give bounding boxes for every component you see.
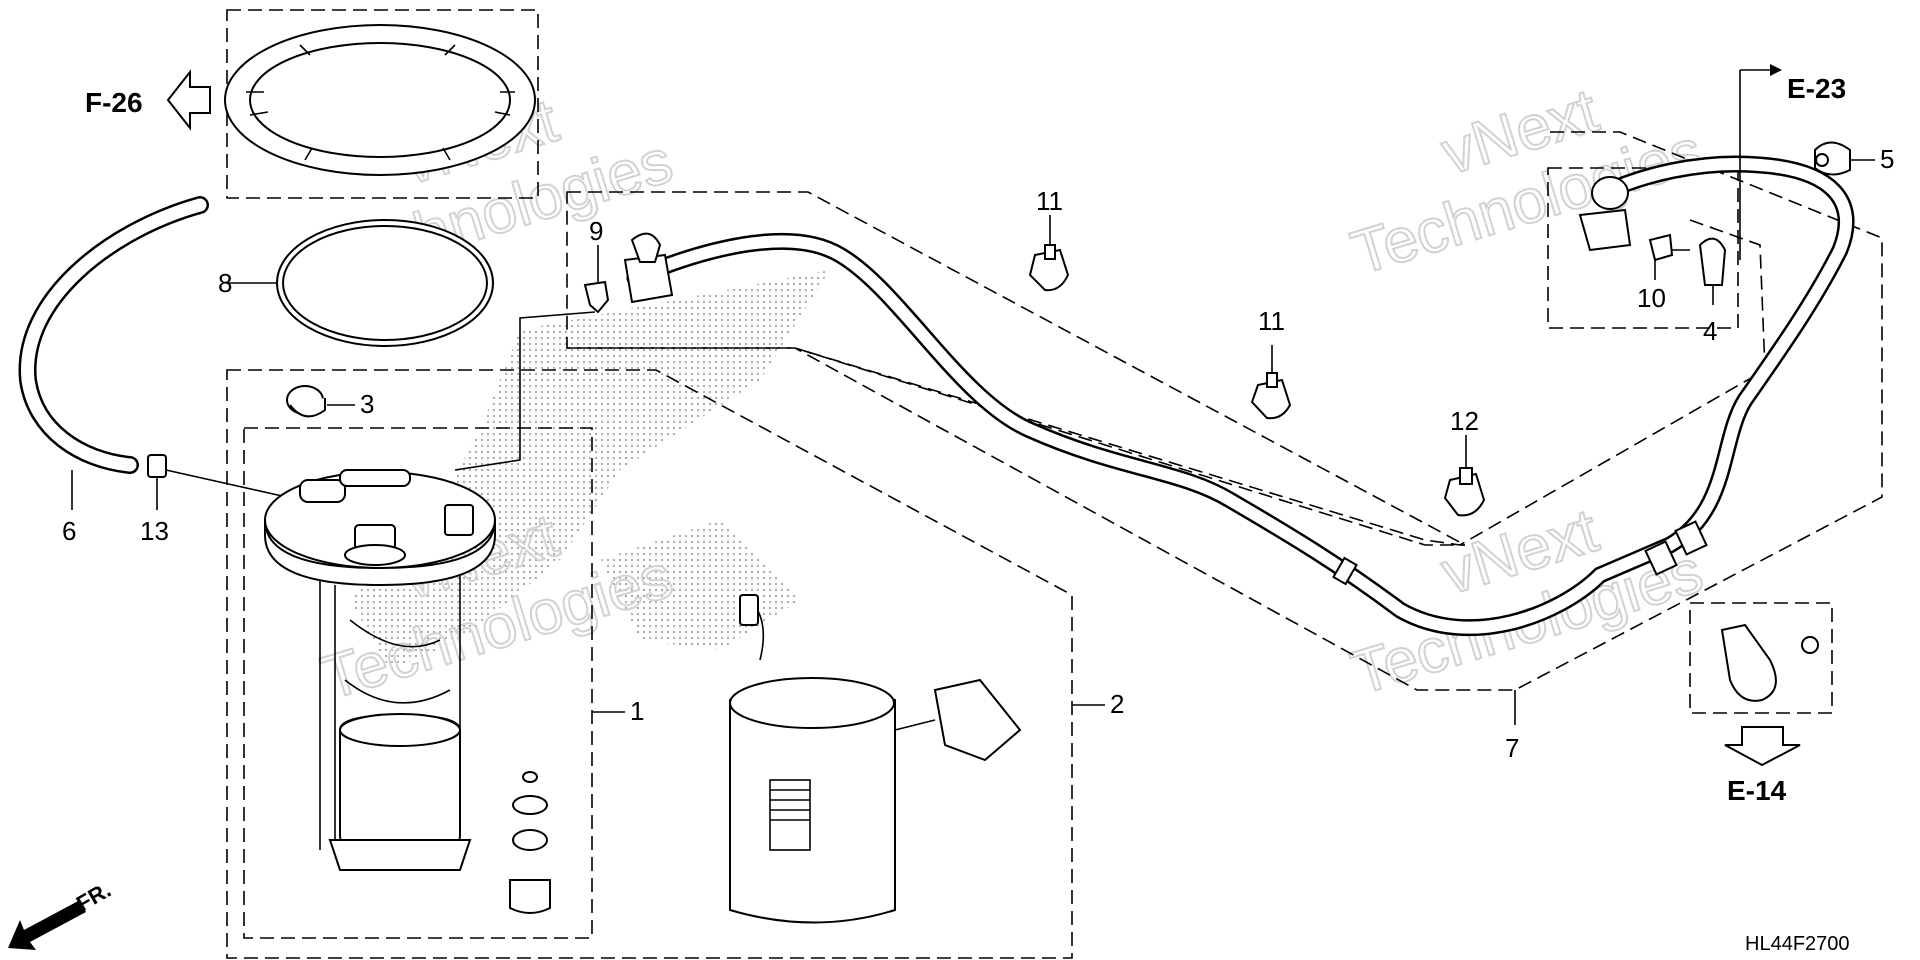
callout-3: 3 (360, 389, 374, 419)
clip-11a-part (1028, 244, 1070, 292)
callout-1: 1 (630, 696, 644, 726)
clip-11b-part (1250, 372, 1292, 420)
callout-6: 6 (62, 516, 76, 546)
front-direction-arrow (8, 900, 86, 950)
bracket-part (1720, 623, 1819, 702)
callout-12: 12 (1450, 406, 1479, 436)
reference-labels: F-26 E-23 E-14 (85, 73, 1846, 806)
ref-e14-label: E-14 (1727, 775, 1787, 806)
callout-labels: 1 2 3 4 5 6 7 8 9 10 11 11 12 13 (62, 144, 1894, 763)
callout-7: 7 (1505, 733, 1519, 763)
callout-8: 8 (218, 268, 232, 298)
ref-f26-arrow (166, 69, 211, 131)
clip-9-part (454, 280, 610, 471)
fuel-filter-housing-part (729, 594, 1022, 924)
callout-10: 10 (1637, 283, 1666, 313)
callout-11-a: 11 (1036, 186, 1063, 216)
clip-12-part (1443, 467, 1486, 517)
ref-f26-label: F-26 (85, 87, 143, 118)
quick-connector-part (623, 232, 674, 304)
leader-lines (71, 64, 1875, 725)
callout-2: 2 (1110, 689, 1124, 719)
group-boxes (226, 9, 1883, 959)
ref-e14-arrow (1724, 726, 1801, 767)
clip-13-part (147, 454, 301, 501)
callout-5: 5 (1880, 144, 1894, 174)
fuel-pump-module-part (264, 469, 496, 871)
seal-set-part (509, 771, 551, 914)
ref-e23-label: E-23 (1787, 73, 1846, 104)
o-ring-part (276, 219, 494, 347)
diagram-code: HL44F2700 (1745, 933, 1850, 955)
fuel-feed-hose-part (626, 155, 1855, 637)
clip-5-part (1814, 141, 1851, 176)
right-connector-part (1578, 176, 1727, 286)
callout-9: 9 (589, 216, 603, 246)
vent-hose-part (18, 196, 209, 474)
callout-4: 4 (1703, 316, 1717, 346)
lock-ring-part (224, 24, 536, 176)
callout-11-b: 11 (1258, 306, 1285, 336)
clamp-3-part (286, 385, 326, 418)
callout-13: 13 (140, 516, 169, 546)
